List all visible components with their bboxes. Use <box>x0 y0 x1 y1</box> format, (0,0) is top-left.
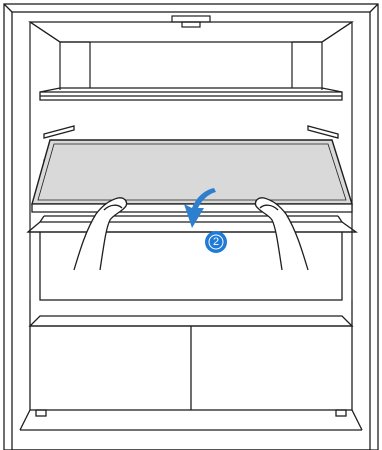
pull-down-arrow-icon <box>184 188 216 228</box>
step-number: 2 <box>213 236 219 248</box>
glass-shelf <box>31 139 353 213</box>
right-hand-icon <box>254 197 309 271</box>
arrow-body <box>184 188 216 228</box>
refrigerator-cabinet <box>3 3 379 450</box>
top-shelf <box>39 87 343 101</box>
step-marker-circle <box>205 231 227 253</box>
freezer-drawer <box>19 300 363 431</box>
interior-back-wall <box>28 21 354 300</box>
left-hand-icon <box>73 197 128 271</box>
step-marker: 2 <box>205 231 227 253</box>
ceiling-light-icon <box>171 15 211 28</box>
